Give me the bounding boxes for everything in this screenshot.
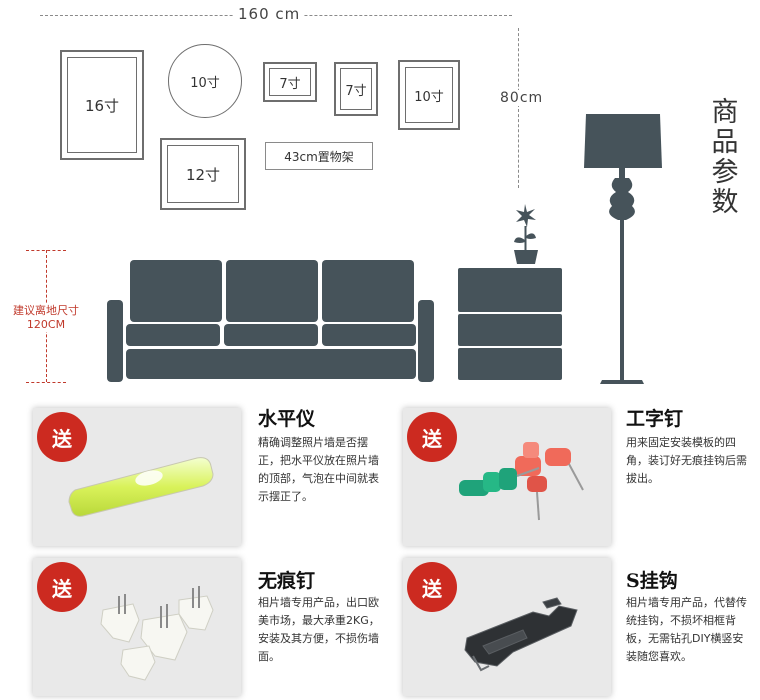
gift-badge-4: 送: [407, 562, 457, 612]
product-title-s-hook: S挂钩: [626, 570, 678, 592]
spirit-level-icon: [68, 457, 214, 517]
sofa-seat-2: [224, 324, 318, 346]
frame-12-inch: 12寸: [160, 138, 246, 210]
product-title-traceless-nail: 无痕钉: [258, 570, 316, 592]
frame-16-inch: 16寸: [60, 50, 144, 160]
gift-badge-2: 送: [407, 412, 457, 462]
sofa-back-cushion-3: [322, 260, 414, 322]
hang-height-label-line1: 建议离地尺寸: [13, 304, 79, 317]
side-title: 商 品 参 数: [708, 98, 742, 218]
product-desc-pushpin: 用来固定安装模板的四角，装订好无痕挂钩后需拔出。: [626, 436, 747, 485]
sofa-seat-1: [126, 324, 220, 346]
traceless-nail-icon: [100, 586, 214, 681]
frame-10b-label: 10寸: [405, 67, 453, 123]
product-image-level: [33, 408, 241, 546]
frame-7-inch-b: 7寸: [334, 62, 378, 116]
product-image-pushpin: [403, 408, 611, 546]
hang-height-bottom-tick: [26, 382, 66, 383]
frame-16-label: 16寸: [67, 57, 137, 153]
height-dimension-line: [518, 28, 519, 188]
hang-height-label-line2: 120CM: [26, 318, 66, 331]
shelf-43cm: 43cm置物架: [265, 142, 373, 170]
product-title-pushpin: 工字钉: [626, 408, 684, 430]
sofa-base: [126, 349, 416, 379]
frame-12-label: 12寸: [167, 145, 239, 203]
sofa-back-cushion-1: [130, 260, 222, 322]
height-dimension-label: 80cm: [496, 90, 548, 106]
cabinet-drawer-2: [458, 348, 562, 380]
gift-badge-1: 送: [37, 412, 87, 462]
sofa-back-cushion-2: [226, 260, 318, 322]
width-dimension-label: 160 cm: [234, 5, 305, 23]
side-title-char-2: 品: [711, 127, 739, 158]
cabinet-top: [458, 268, 562, 312]
sofa-armrest-left: [107, 300, 123, 382]
cabinet-drawer-1: [458, 314, 562, 346]
s-hook-icon: [464, 597, 578, 672]
frame-7a-label: 7寸: [269, 68, 311, 96]
frame-7b-label: 7寸: [340, 68, 372, 110]
plant-icon: [514, 204, 538, 264]
frame-7-inch-a: 7寸: [263, 62, 317, 102]
pushpin-icon: [459, 442, 584, 521]
gift-badge-3: 送: [37, 562, 87, 612]
product-desc-traceless-nail: 相片墙专用产品，出口欧美市场，最大承重2KG，安装及其方便，不损伤墙面。: [258, 596, 380, 663]
side-title-char-3: 参: [711, 157, 739, 188]
product-desc-level: 精确调整照片墙是否摆正，把水平仪放在照片墙的顶部，气泡在中间就表示摆正了。: [258, 436, 379, 503]
frame-10-inch-round: 10寸: [168, 44, 242, 118]
sofa-armrest-right: [418, 300, 434, 382]
product-desc-s-hook: 相片墙专用产品，代替传统挂钩，不损坏相框背板，无需钻孔DIY横竖安装随您喜欢。: [626, 596, 747, 663]
hang-height-top-tick: [26, 250, 66, 251]
product-title-level: 水平仪: [258, 408, 316, 430]
floor-lamp-icon: [584, 114, 662, 384]
sofa-seat-3: [322, 324, 416, 346]
hang-height-label: 建议离地尺寸 120CM: [2, 304, 90, 332]
frame-10-inch-square: 10寸: [398, 60, 460, 130]
side-title-char-4: 数: [711, 187, 739, 218]
side-title-char-1: 商: [711, 97, 739, 128]
